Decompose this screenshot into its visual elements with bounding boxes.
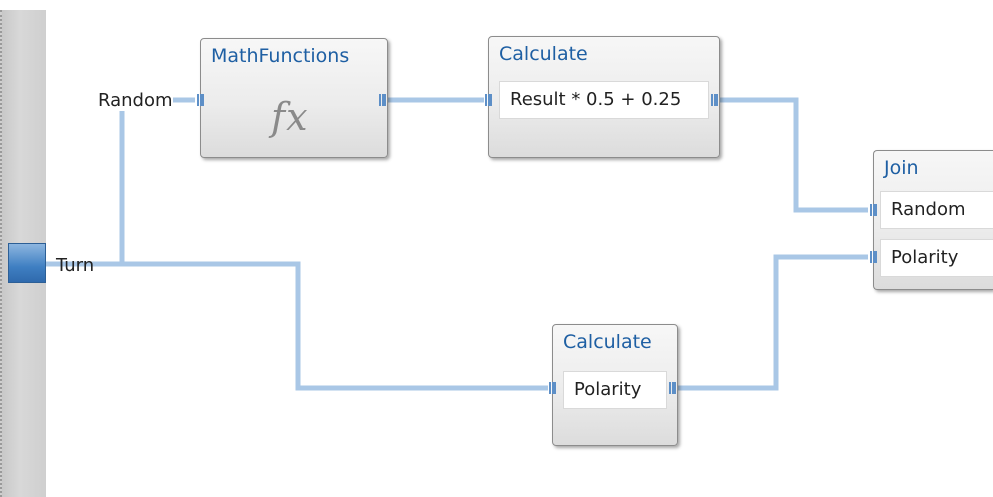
calculate-polarity-input-port[interactable]: [549, 382, 556, 394]
fx-icon: fx: [271, 95, 309, 139]
node-title: Calculate: [563, 331, 652, 353]
node-title: Calculate: [499, 43, 588, 65]
calculate-node-top[interactable]: Calculate Result * 0.5 + 0.25: [488, 36, 720, 158]
node-title: MathFunctions: [211, 45, 350, 67]
mathfunctions-output-port[interactable]: [379, 94, 386, 106]
wire-turn-to-calculate-polarity[interactable]: [122, 261, 548, 391]
wire-calculate-to-join-random[interactable]: [712, 97, 868, 213]
random-input-label: Random: [98, 90, 173, 111]
mathfunctions-input-port[interactable]: [197, 94, 204, 106]
calculate-node-polarity[interactable]: Calculate Polarity: [552, 324, 678, 446]
turn-input-label: Turn: [56, 255, 95, 276]
wire-turn-to-random[interactable]: [46, 97, 195, 267]
calculate-polarity-output-port[interactable]: [669, 382, 676, 394]
join-field-random[interactable]: Random: [880, 191, 993, 229]
mathfunctions-node[interactable]: MathFunctions fx: [200, 38, 388, 158]
node-title: Join: [884, 157, 919, 179]
calculate-top-input-port[interactable]: [485, 94, 492, 106]
join-field-polarity[interactable]: Polarity: [880, 239, 993, 277]
join-random-input-port[interactable]: [870, 204, 877, 216]
expression-field[interactable]: Result * 0.5 + 0.25: [499, 81, 709, 119]
join-node[interactable]: Join Random Polarity: [873, 150, 993, 290]
wire-polarity-to-join-polarity[interactable]: [676, 254, 868, 391]
join-polarity-input-port[interactable]: [870, 251, 877, 263]
turn-input-handle[interactable]: [8, 243, 46, 283]
calculate-top-output-port[interactable]: [711, 94, 718, 106]
expression-field[interactable]: Polarity: [563, 371, 667, 409]
